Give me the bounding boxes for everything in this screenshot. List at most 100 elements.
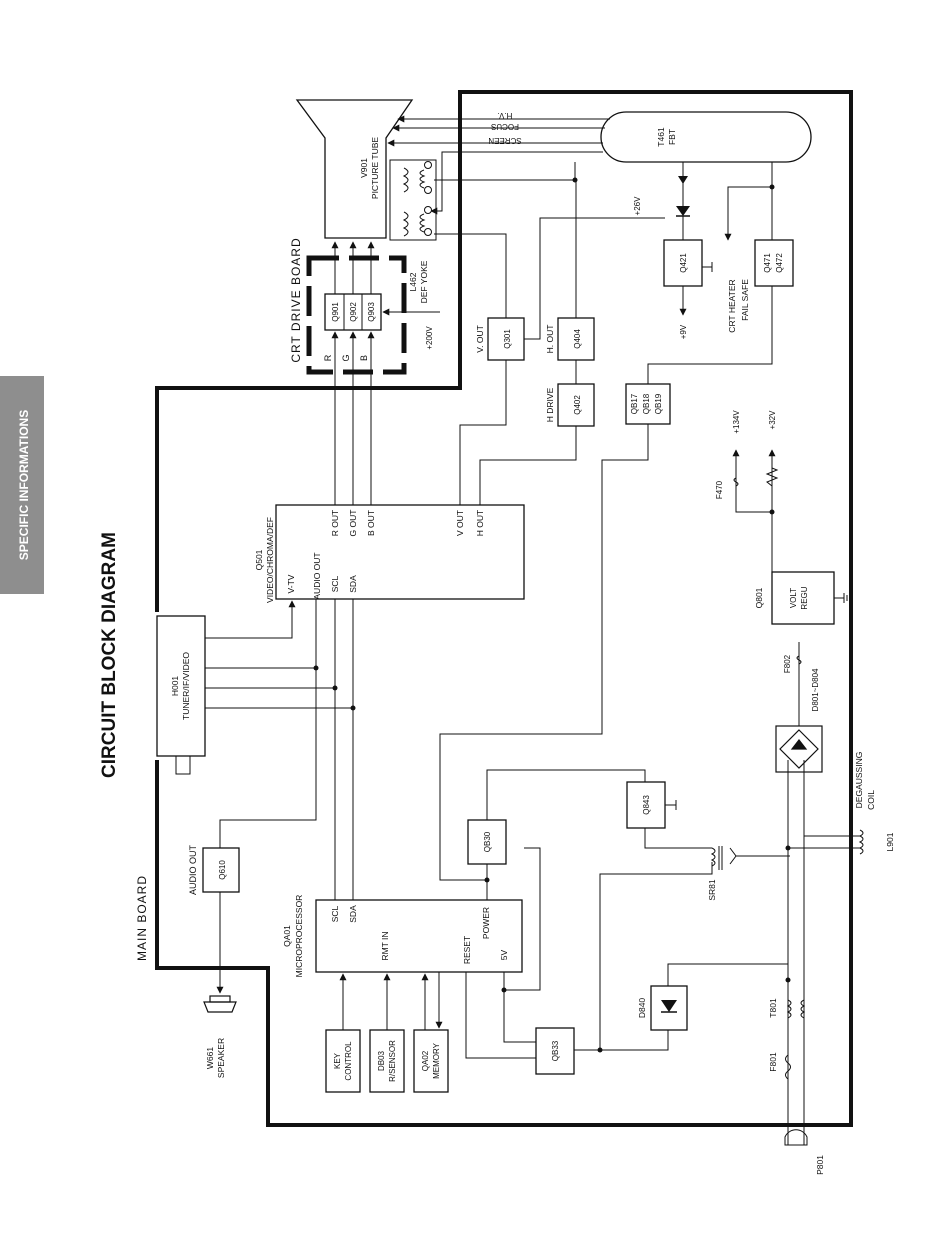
q501-name: VIDEO/CHROMA/DEF (265, 517, 275, 603)
qb33-lines (574, 862, 713, 1051)
rgb-drive-lines (331, 241, 440, 505)
failsafe-block: Q471 Q472 FAIL SAFE CRT HEATER (727, 239, 794, 333)
q610-block: Q610 AUDIO OUT (188, 845, 240, 895)
regulator-lines (732, 449, 844, 599)
q501-pin-v-out: V OUT (455, 510, 465, 536)
side-tab: SPECIFIC INFORMATIONS (0, 376, 44, 594)
q901-label: Q901 (331, 302, 340, 322)
fbt-name: FBT (667, 129, 677, 145)
qa02-l1: QA02 (421, 1050, 430, 1071)
h-out-label: H. OUT (545, 325, 555, 354)
qa01-pin-power: POWER (481, 907, 491, 939)
signal-9v: +9V (679, 324, 688, 339)
qb17-r1: QB17 (630, 393, 639, 414)
qb30-block: QB30 (467, 819, 507, 865)
main-board-outline (155, 90, 853, 1127)
q843-label: Q843 (642, 795, 651, 815)
qa01-ref: QA01 (282, 925, 292, 947)
h-out-ref: Q404 (573, 329, 582, 349)
qa01-block: QA01 MICROPROCESSOR SCL SDA RMT IN RESET… (282, 895, 523, 978)
h001-block: H001 TUNER/IF/VIDEO (156, 615, 206, 775)
qa01-pin-scl: SCL (330, 905, 340, 922)
signal-g: G (341, 354, 351, 361)
q421-block: Q421 (663, 239, 703, 287)
junction-dot (572, 177, 578, 183)
qa01-pin-rmt: RMT IN (380, 931, 390, 960)
sr81-label: SR81 (707, 879, 717, 901)
h-drive-label: H DRIVE (545, 387, 555, 422)
qa01-pin-reset: RESET (462, 936, 472, 964)
sr81-transformer (710, 846, 790, 870)
q501-pin-audio-out: AUDIO OUT (312, 552, 322, 599)
q421-label: Q421 (679, 253, 688, 273)
q501-block: Q501 VIDEO/CHROMA/DEF V-TV AUDIO OUT SCL… (254, 504, 525, 603)
qb17-r2: QB18 (642, 393, 651, 414)
d840-block: D840 (637, 985, 688, 1031)
speaker-icon (203, 995, 237, 1013)
picture-tube: V901 PICTURE TUBE (295, 99, 414, 239)
h001-name: TUNER/IF/VIDEO (181, 652, 191, 720)
db03-l1: DB03 (377, 1050, 386, 1071)
ground-icon (675, 262, 848, 810)
q501-pin-sda: SDA (348, 575, 358, 593)
q610-ref: Q610 (218, 860, 227, 880)
degauss-l2: COIL (866, 790, 876, 810)
fbt-tube-lines (387, 115, 610, 215)
diode-icon (678, 176, 688, 184)
signal-134v: +134V (732, 410, 741, 434)
f801-label: F801 (768, 1052, 778, 1072)
q801-ref: Q801 (754, 587, 764, 608)
qa01-pin-5v: 5V (499, 949, 509, 960)
bridge-label: D801~D804 (811, 668, 820, 711)
q501-pin-b-out: B OUT (366, 510, 376, 536)
f470-label: F470 (715, 480, 724, 499)
q501-pin-h-out: H OUT (475, 510, 485, 536)
failsafe-label2: FAIL SAFE (740, 279, 750, 321)
page-title: CIRCUIT BLOCK DIAGRAM (99, 532, 120, 778)
key-control-l2: CONTROL (344, 1041, 353, 1081)
main-board-label: MAIN BOARD (135, 875, 149, 961)
qb30-label: QB30 (483, 831, 492, 852)
bridge-rectifier (775, 725, 823, 773)
h-drive-ref: Q402 (573, 395, 582, 415)
v-out-block: Q301 V. OUT (475, 317, 525, 361)
v-out-ref: Q301 (503, 329, 512, 349)
db03-block: DB03 R/SENSOR (369, 1029, 405, 1093)
signal-26v: +26V (633, 196, 642, 216)
q902-label: Q902 (349, 302, 358, 322)
control-lines (339, 847, 541, 1059)
failsafe-ref1: Q471 (763, 253, 772, 273)
q501-pin-r-out: R OUT (330, 510, 340, 536)
q801-block: VOLT REGU Q801 (754, 571, 835, 625)
key-control-l1: KEY (333, 1052, 342, 1069)
h-drive-block: Q402 H DRIVE (545, 383, 595, 427)
signal-b: B (359, 355, 369, 361)
qb33-block: QB33 (535, 1027, 575, 1075)
qa01-name: MICROPROCESSOR (294, 895, 304, 978)
h-out-block: Q404 H. OUT (545, 317, 595, 361)
ac-input-lines (784, 760, 860, 1146)
q801-name2: REGU (800, 586, 809, 609)
q501-pin-vtv: V-TV (286, 574, 296, 593)
qb17-r3: QB19 (654, 393, 663, 414)
yoke-name: DEF YOKE (419, 260, 429, 303)
p801-label: P801 (815, 1155, 825, 1175)
degauss-coil-icon (858, 829, 864, 855)
signal-200v: +200V (425, 326, 434, 350)
q801-name1: VOLT (789, 588, 798, 608)
q843-lines (644, 804, 712, 849)
speaker-name: SPEAKER (216, 1038, 226, 1078)
signal-hv: H.V. (498, 111, 513, 120)
crt-driver-transistors: Q901 Q902 Q903 (324, 293, 382, 331)
degauss-ref: L901 (885, 832, 895, 851)
crt-board-label: CRT DRIVE BOARD (289, 237, 303, 362)
h001-ref: H001 (170, 676, 180, 697)
signal-32v: +32V (768, 410, 777, 430)
signal-screen: SCREEN (488, 136, 522, 145)
qa01-pin-sda: SDA (348, 905, 358, 923)
qa02-block: QA02 MEMORY (413, 1029, 449, 1093)
failsafe-lines (647, 162, 773, 384)
key-control-block: KEY CONTROL (325, 1029, 361, 1093)
